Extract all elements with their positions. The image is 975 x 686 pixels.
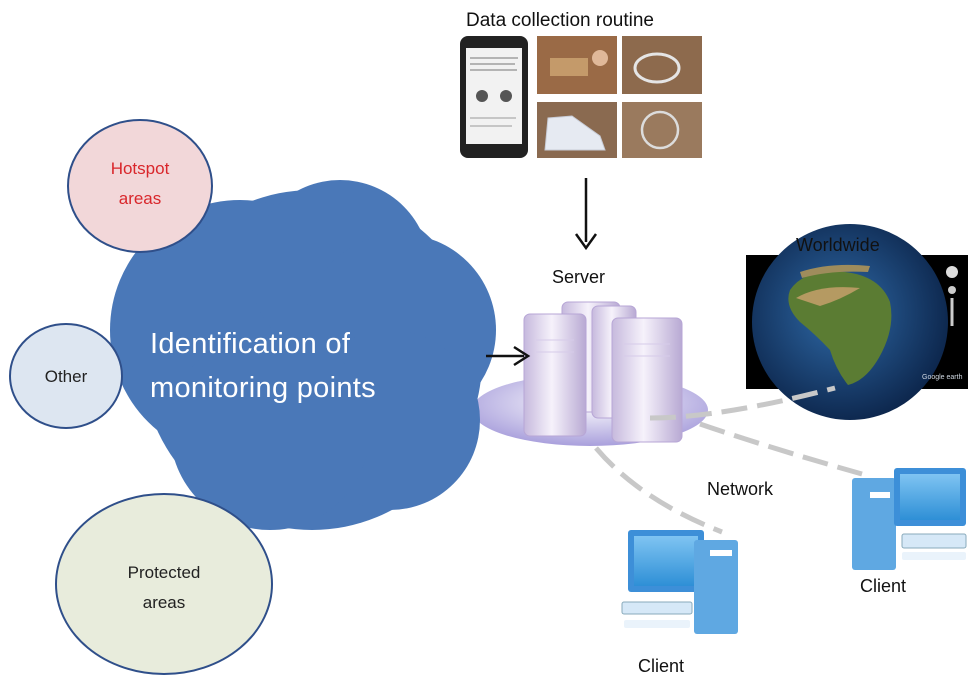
hotspot-line1: Hotspot [110, 159, 170, 178]
main-concept-line2: monitoring points [150, 372, 376, 404]
worldwide-label: Worldwide [796, 235, 880, 255]
protected-line1: Protected [127, 563, 201, 582]
protected-text: Protected areas [96, 558, 232, 618]
globe-map [746, 224, 968, 420]
client-bottom-label: Client [638, 656, 685, 676]
client-computer-icon [852, 468, 967, 570]
client-computer-icon [621, 530, 738, 634]
circle-photo [622, 102, 702, 158]
hotspot-line2: areas [118, 189, 162, 208]
client-right-label: Client [860, 576, 907, 596]
other-text: Other [44, 367, 88, 386]
main-concept-line1: Identification of [150, 328, 351, 360]
server-icon [472, 301, 708, 446]
data-collection-photos [460, 36, 702, 158]
other-bubble [9, 323, 123, 429]
hotspot-bubble [67, 119, 213, 253]
main-concept-blob [110, 180, 496, 530]
hotspot-text: Hotspot areas [80, 154, 200, 214]
server-label: Server [552, 267, 606, 287]
main-concept-text: Identification of monitoring points [150, 322, 376, 410]
protected-bubble [55, 493, 273, 675]
network-lines [594, 385, 863, 535]
data-collection-title: Data collection routine [466, 10, 654, 31]
network-label: Network [707, 479, 774, 499]
map-watermark: Google earth [922, 374, 963, 381]
protected-line2: areas [142, 593, 186, 612]
